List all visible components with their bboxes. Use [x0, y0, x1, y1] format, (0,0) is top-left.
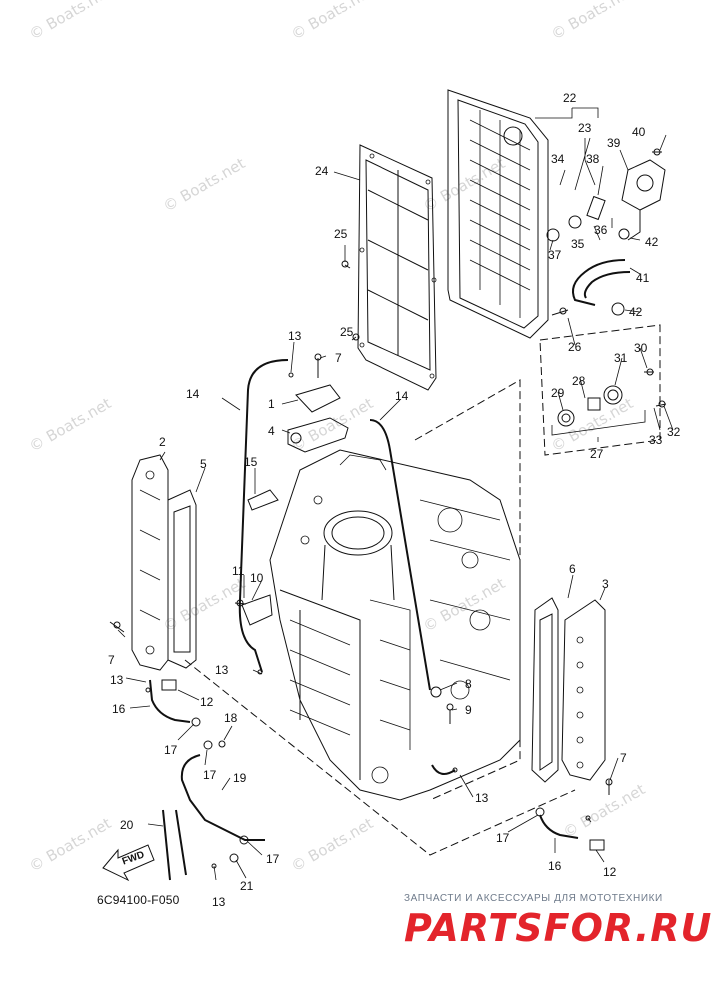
callout: 27 — [590, 447, 604, 461]
left-cover-gasket — [167, 489, 197, 669]
callout: 17 — [203, 768, 217, 782]
callout: 5 — [200, 457, 207, 471]
callout: 35 — [571, 237, 585, 251]
thermostat-parts — [546, 195, 623, 427]
callout: 4 — [268, 424, 275, 438]
callout: 18 — [224, 711, 238, 725]
callout: 12 — [200, 695, 214, 709]
callout: 14 — [186, 387, 200, 401]
hose-41 — [572, 259, 631, 306]
right-cover-gasket — [531, 597, 559, 783]
callout: 17 — [164, 743, 178, 757]
callout: 19 — [233, 771, 247, 785]
callout: 28 — [572, 374, 586, 388]
vendor-logo: PARTSFOR.RU — [404, 906, 713, 950]
callout: 32 — [667, 425, 681, 439]
callout: 34 — [551, 152, 565, 166]
bracket-10 — [241, 594, 273, 626]
callout: 20 — [120, 818, 134, 832]
callout: 16 — [112, 702, 126, 716]
callout: 39 — [607, 136, 621, 150]
callout: 22 — [563, 91, 577, 105]
dashed-boundary — [184, 324, 661, 856]
callout: 10 — [250, 571, 264, 585]
callout: 24 — [315, 164, 329, 178]
callout: 13 — [215, 663, 229, 677]
vendor-tagline: ЗАПЧАСТИ И АКСЕССУАРЫ ДЛЯ МОТОТЕХНИКИ — [404, 893, 663, 904]
callout: 25 — [334, 227, 348, 241]
callout: 25 — [340, 325, 354, 339]
hose-20 — [162, 809, 187, 881]
callout: 23 — [578, 121, 592, 135]
callout: 40 — [632, 125, 646, 139]
bolts — [109, 148, 667, 795]
callout: 13 — [212, 895, 226, 909]
hose-clip-15 — [247, 489, 279, 511]
hose-16-left — [149, 679, 191, 723]
callout: 29 — [551, 386, 565, 400]
right-exhaust-cover — [561, 599, 606, 781]
callout: 30 — [634, 341, 648, 355]
hose-16-right — [539, 814, 579, 839]
callout: 15 — [244, 455, 258, 469]
joint-bracket — [287, 384, 349, 453]
callout: 3 — [602, 577, 609, 591]
callout: 6 — [569, 562, 576, 576]
callout: 13 — [110, 673, 124, 687]
callout: 7 — [108, 653, 115, 667]
callout: 41 — [636, 271, 650, 285]
callout: 7 — [620, 751, 627, 765]
exhaust-gasket — [357, 144, 437, 391]
callout: 33 — [649, 433, 663, 447]
callout: 42 — [645, 235, 659, 249]
callout-labels: 1 2 3 4 5 6 7 7 7 7 8 9 10 11 12 12 13 1… — [108, 91, 681, 909]
callout: 31 — [614, 351, 628, 365]
callout: 1 — [268, 397, 275, 411]
left-exhaust-cover — [131, 454, 169, 671]
callout: 26 — [568, 340, 582, 354]
callout: 38 — [586, 152, 600, 166]
callout: 2 — [159, 435, 166, 449]
cylinder-block — [269, 449, 521, 801]
callout: 17 — [496, 831, 510, 845]
callout: 13 — [475, 791, 489, 805]
callout: 17 — [266, 852, 280, 866]
thermostat-housing — [621, 159, 666, 241]
diagram-code: 6C94100-F050 — [97, 893, 180, 907]
callout: 14 — [395, 389, 409, 403]
callout: 8 — [465, 677, 472, 691]
callout: 21 — [240, 879, 254, 893]
callout: 7 — [335, 351, 342, 365]
callout: 12 — [603, 865, 617, 879]
exhaust-cover — [447, 89, 549, 339]
leader-lines — [117, 107, 674, 881]
fittings — [145, 228, 630, 869]
callout: 13 — [288, 329, 302, 343]
hose-14-right — [369, 419, 456, 775]
callout: 16 — [548, 859, 562, 873]
callout: 36 — [594, 223, 608, 237]
callout: 42 — [629, 305, 643, 319]
hose-19 — [180, 754, 265, 841]
callout: 11 — [232, 564, 245, 578]
callout: 37 — [548, 248, 562, 262]
callout: 9 — [465, 703, 472, 717]
fwd-arrow-icon — [102, 844, 155, 882]
hose-14-left — [238, 359, 289, 673]
